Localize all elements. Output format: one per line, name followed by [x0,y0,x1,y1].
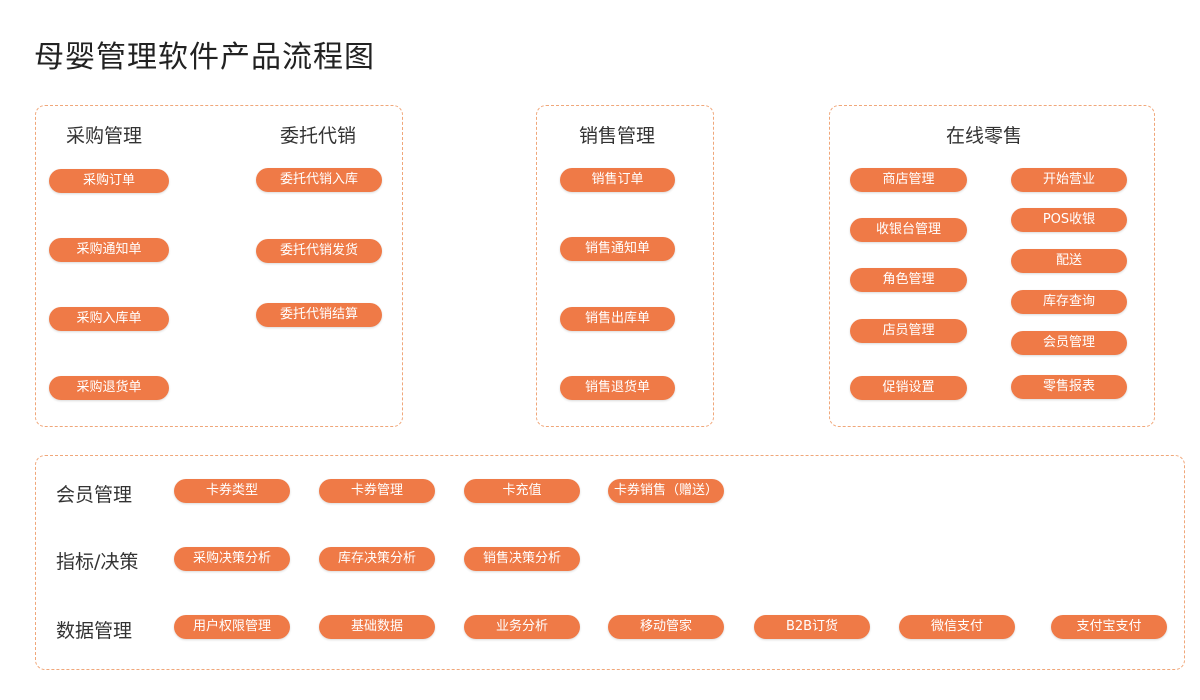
retail-header: 在线零售 [945,125,1023,147]
row-label-member: 会员管理 [56,484,133,506]
purchase-notice-button[interactable]: 采购通知单 [49,238,169,262]
sales-notice-button[interactable]: 销售通知单 [560,237,675,261]
store-manage-button[interactable]: 商店管理 [850,168,967,192]
card-recharge-button[interactable]: 卡充值 [464,479,580,503]
retail-panel [829,105,1155,427]
consign-header: 委托代销 [279,125,357,147]
sales-panel [536,105,714,427]
card-type-button[interactable]: 卡券类型 [174,479,290,503]
consign-inbound-button[interactable]: 委托代销入库 [256,168,382,192]
business-analysis-button[interactable]: 业务分析 [464,615,580,639]
card-sale-gift-button[interactable]: 卡券销售（赠送） [608,479,724,503]
bottom-panel [35,455,1185,670]
alipay-button[interactable]: 支付宝支付 [1051,615,1167,639]
page-title: 母婴管理软件产品流程图 [34,40,375,75]
base-data-button[interactable]: 基础数据 [319,615,435,639]
card-manage-button[interactable]: 卡券管理 [319,479,435,503]
consign-ship-button[interactable]: 委托代销发货 [256,239,382,263]
purchase-decision-button[interactable]: 采购决策分析 [174,547,290,571]
member-manage-button[interactable]: 会员管理 [1011,331,1127,355]
row-label-data: 数据管理 [56,620,133,642]
purchase-inbound-button[interactable]: 采购入库单 [49,307,169,331]
sales-decision-button[interactable]: 销售决策分析 [464,547,580,571]
inventory-query-button[interactable]: 库存查询 [1011,290,1127,314]
purchase-return-button[interactable]: 采购退货单 [49,376,169,400]
open-business-button[interactable]: 开始营业 [1011,168,1127,192]
sales-outbound-button[interactable]: 销售出库单 [560,307,675,331]
purchase-consign-panel [35,105,403,427]
cashier-manage-button[interactable]: 收银台管理 [850,218,967,242]
consign-settle-button[interactable]: 委托代销结算 [256,303,382,327]
purchase-order-button[interactable]: 采购订单 [49,169,169,193]
role-manage-button[interactable]: 角色管理 [850,268,967,292]
sales-order-button[interactable]: 销售订单 [560,168,675,192]
purchase-header: 采购管理 [65,125,143,147]
row-label-decision: 指标/决策 [56,551,139,573]
inventory-decision-button[interactable]: 库存决策分析 [319,547,435,571]
wechat-pay-button[interactable]: 微信支付 [899,615,1015,639]
clerk-manage-button[interactable]: 店员管理 [850,319,967,343]
promo-settings-button[interactable]: 促销设置 [850,376,967,400]
b2b-order-button[interactable]: B2B订货 [754,615,870,639]
user-permission-button[interactable]: 用户权限管理 [174,615,290,639]
sales-return-button[interactable]: 销售退货单 [560,376,675,400]
delivery-button[interactable]: 配送 [1011,249,1127,273]
retail-report-button[interactable]: 零售报表 [1011,375,1127,399]
pos-cashier-button[interactable]: POS收银 [1011,208,1127,232]
sales-header: 销售管理 [578,125,656,147]
mobile-butler-button[interactable]: 移动管家 [608,615,724,639]
